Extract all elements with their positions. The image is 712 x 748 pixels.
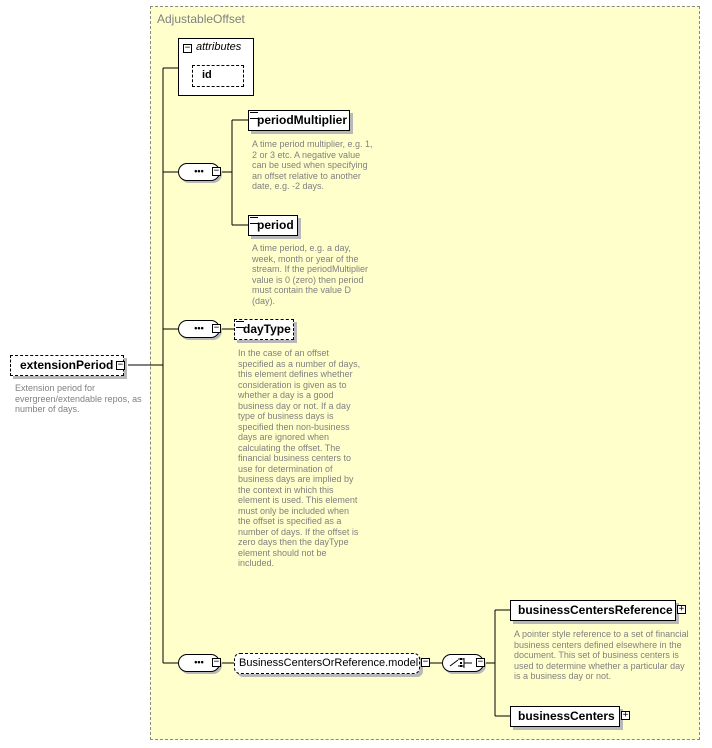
element-business-centers[interactable]: businessCenters: [510, 706, 620, 727]
element-period[interactable]: period: [248, 215, 298, 236]
element-day-type[interactable]: dayType: [234, 319, 294, 340]
business-centers-reference-description: A pointer style reference to a set of fi…: [514, 629, 689, 681]
model-group-label: BusinessCentersOrReference.model: [239, 657, 419, 669]
period-multiplier-description: A time period multiplier, e.g. 1, 2 or 3…: [252, 139, 373, 191]
element-period-multiplier[interactable]: periodMultiplier: [248, 110, 350, 131]
choice-compositor[interactable]: [442, 654, 484, 672]
sequence-compositor-2[interactable]: •••: [178, 320, 220, 338]
sequence-icon: •••: [194, 657, 204, 667]
sequence-2-collapse-toggle[interactable]: −: [212, 323, 221, 333]
sequence-1-collapse-toggle[interactable]: −: [212, 166, 221, 176]
sequence-3-collapse-toggle[interactable]: −: [212, 657, 221, 667]
element-content-icon: [250, 217, 258, 224]
attributes-collapse-toggle[interactable]: −: [183, 43, 192, 53]
root-element-extension-period[interactable]: extensionPeriod: [10, 355, 124, 376]
model-collapse-toggle[interactable]: −: [421, 657, 430, 667]
element-content-icon: [236, 321, 244, 328]
business-centers-reference-label: businessCentersReference: [518, 603, 673, 617]
complex-type-title: AdjustableOffset: [157, 12, 245, 26]
period-label: period: [257, 218, 294, 232]
root-description: Extension period for evergreen/extendabl…: [15, 383, 142, 414]
day-type-label: dayType: [243, 322, 291, 336]
business-centers-expand-toggle[interactable]: +: [621, 710, 630, 720]
choice-collapse-toggle[interactable]: −: [476, 657, 485, 667]
business-centers-reference-expand-toggle[interactable]: +: [677, 604, 686, 614]
root-element-label: extensionPeriod: [20, 358, 114, 372]
business-centers-label: businessCenters: [518, 709, 615, 723]
day-type-description: In the case of an offset specified as a …: [238, 348, 361, 568]
sequence-compositor-3[interactable]: •••: [178, 654, 220, 672]
sequence-icon: •••: [194, 166, 204, 176]
group-business-centers-or-reference-model[interactable]: BusinessCentersOrReference.model: [234, 653, 420, 674]
period-description: A time period, e.g. a day, week, month o…: [252, 243, 369, 306]
sequence-icon: •••: [194, 323, 204, 333]
period-multiplier-label: periodMultiplier: [257, 113, 347, 127]
choice-icon: [449, 658, 472, 668]
attributes-label: attributes: [196, 41, 242, 53]
root-collapse-toggle[interactable]: −: [116, 360, 125, 370]
element-business-centers-reference[interactable]: businessCentersReference: [510, 600, 676, 621]
element-content-icon: [250, 112, 258, 119]
attribute-id[interactable]: id: [192, 65, 244, 87]
